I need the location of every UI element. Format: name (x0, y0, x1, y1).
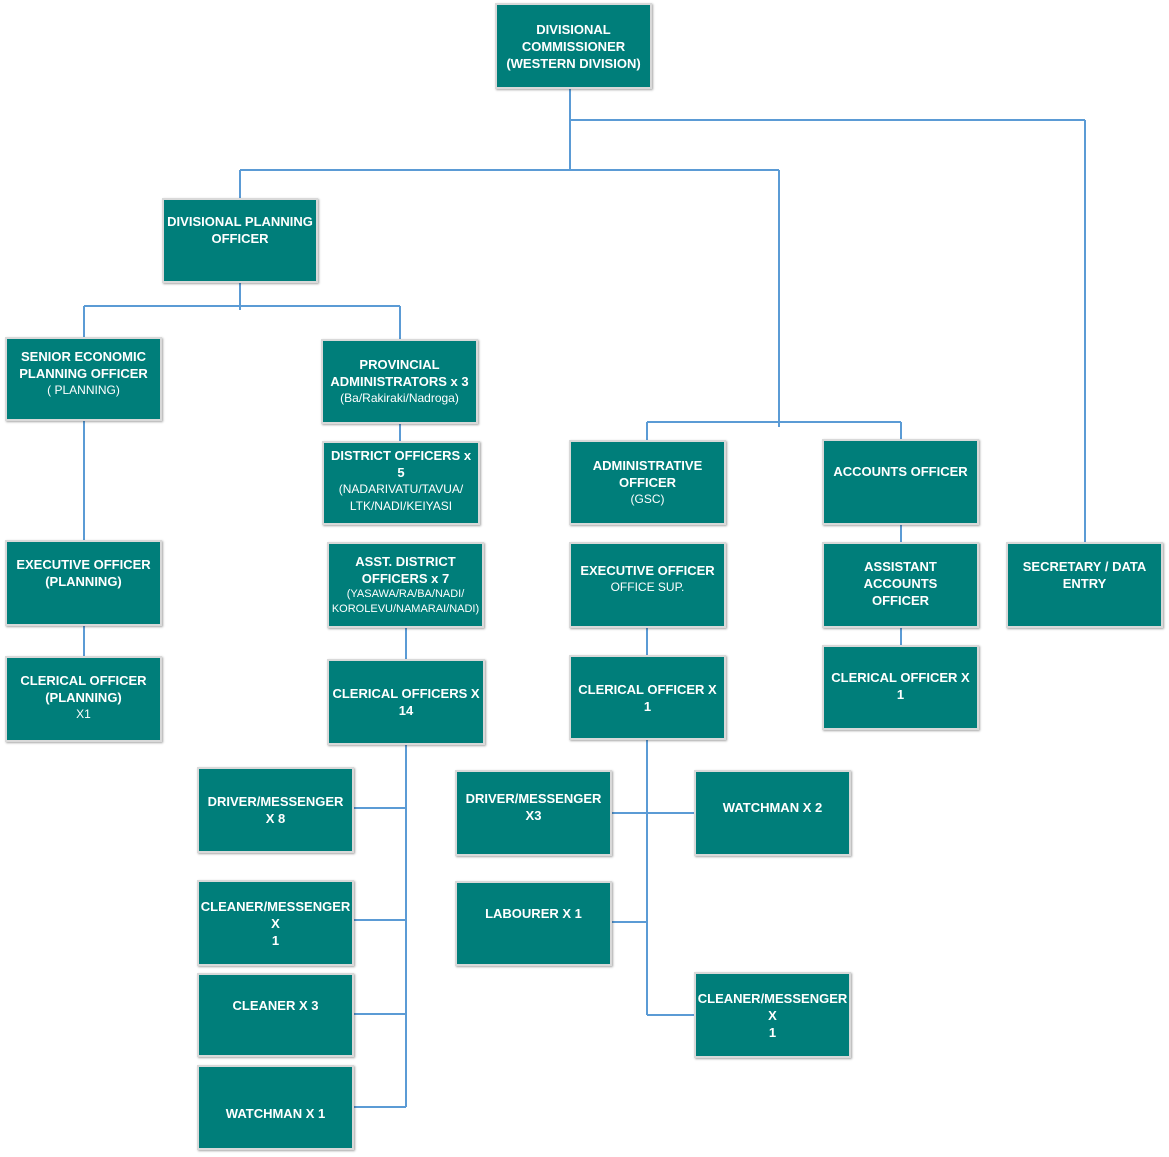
node-clerical-officer-accounts: CLERICAL OFFICER X 1 (822, 645, 979, 730)
node-administrative-officer: ADMINISTRATIVE OFFICER (GSC) (569, 440, 726, 525)
node-watchman-2: WATCHMAN X 2 (694, 770, 851, 856)
node-asst-district-officers: ASST. DISTRICT OFFICERS x 7 (YASAWA/RA/B… (327, 542, 484, 628)
node-assistant-accounts-officer: ASSISTANT ACCOUNTS OFFICER (822, 542, 979, 628)
node-cleaner-3: CLEANER X 3 (197, 973, 354, 1057)
node-clerical-officer-admin: CLERICAL OFFICER X 1 (569, 655, 726, 740)
node-cleaner-messenger-right: CLEANER/MESSENGER X 1 (694, 972, 851, 1058)
node-driver-messenger-3: DRIVER/MESSENGER X3 (455, 770, 612, 856)
node-cleaner-messenger-left: CLEANER/MESSENGER X 1 (197, 880, 354, 966)
node-senior-economic-planning-officer: SENIOR ECONOMIC PLANNING OFFICER ( PLANN… (5, 337, 162, 421)
node-divisional-commissioner: DIVISIONAL COMMISSIONER (WESTERN DIVISIO… (495, 3, 652, 89)
node-district-officers: DISTRICT OFFICERS x 5 (NADARIVATU/TAVUA/… (322, 441, 480, 525)
node-watchman-1: WATCHMAN X 1 (197, 1065, 354, 1150)
node-labourer-1: LABOURER X 1 (455, 881, 612, 966)
node-divisional-planning-officer: DIVISIONAL PLANNING OFFICER (162, 198, 318, 283)
node-accounts-officer: ACCOUNTS OFFICER (822, 439, 979, 525)
node-executive-officer-office-sup: EXECUTIVE OFFICER OFFICE SUP. (569, 542, 726, 628)
node-clerical-officers-14: CLERICAL OFFICERS X 14 (327, 659, 485, 745)
node-clerical-officer-planning: CLERICAL OFFICER (PLANNING) X1 (5, 656, 162, 742)
node-driver-messenger-8: DRIVER/MESSENGER X 8 (197, 767, 354, 853)
node-provincial-administrators: PROVINCIAL ADMINISTRATORS x 3 (Ba/Rakira… (321, 339, 478, 424)
node-executive-officer-planning: EXECUTIVE OFFICER (PLANNING) (5, 540, 162, 626)
node-secretary-data-entry: SECRETARY / DATA ENTRY (1006, 542, 1163, 628)
